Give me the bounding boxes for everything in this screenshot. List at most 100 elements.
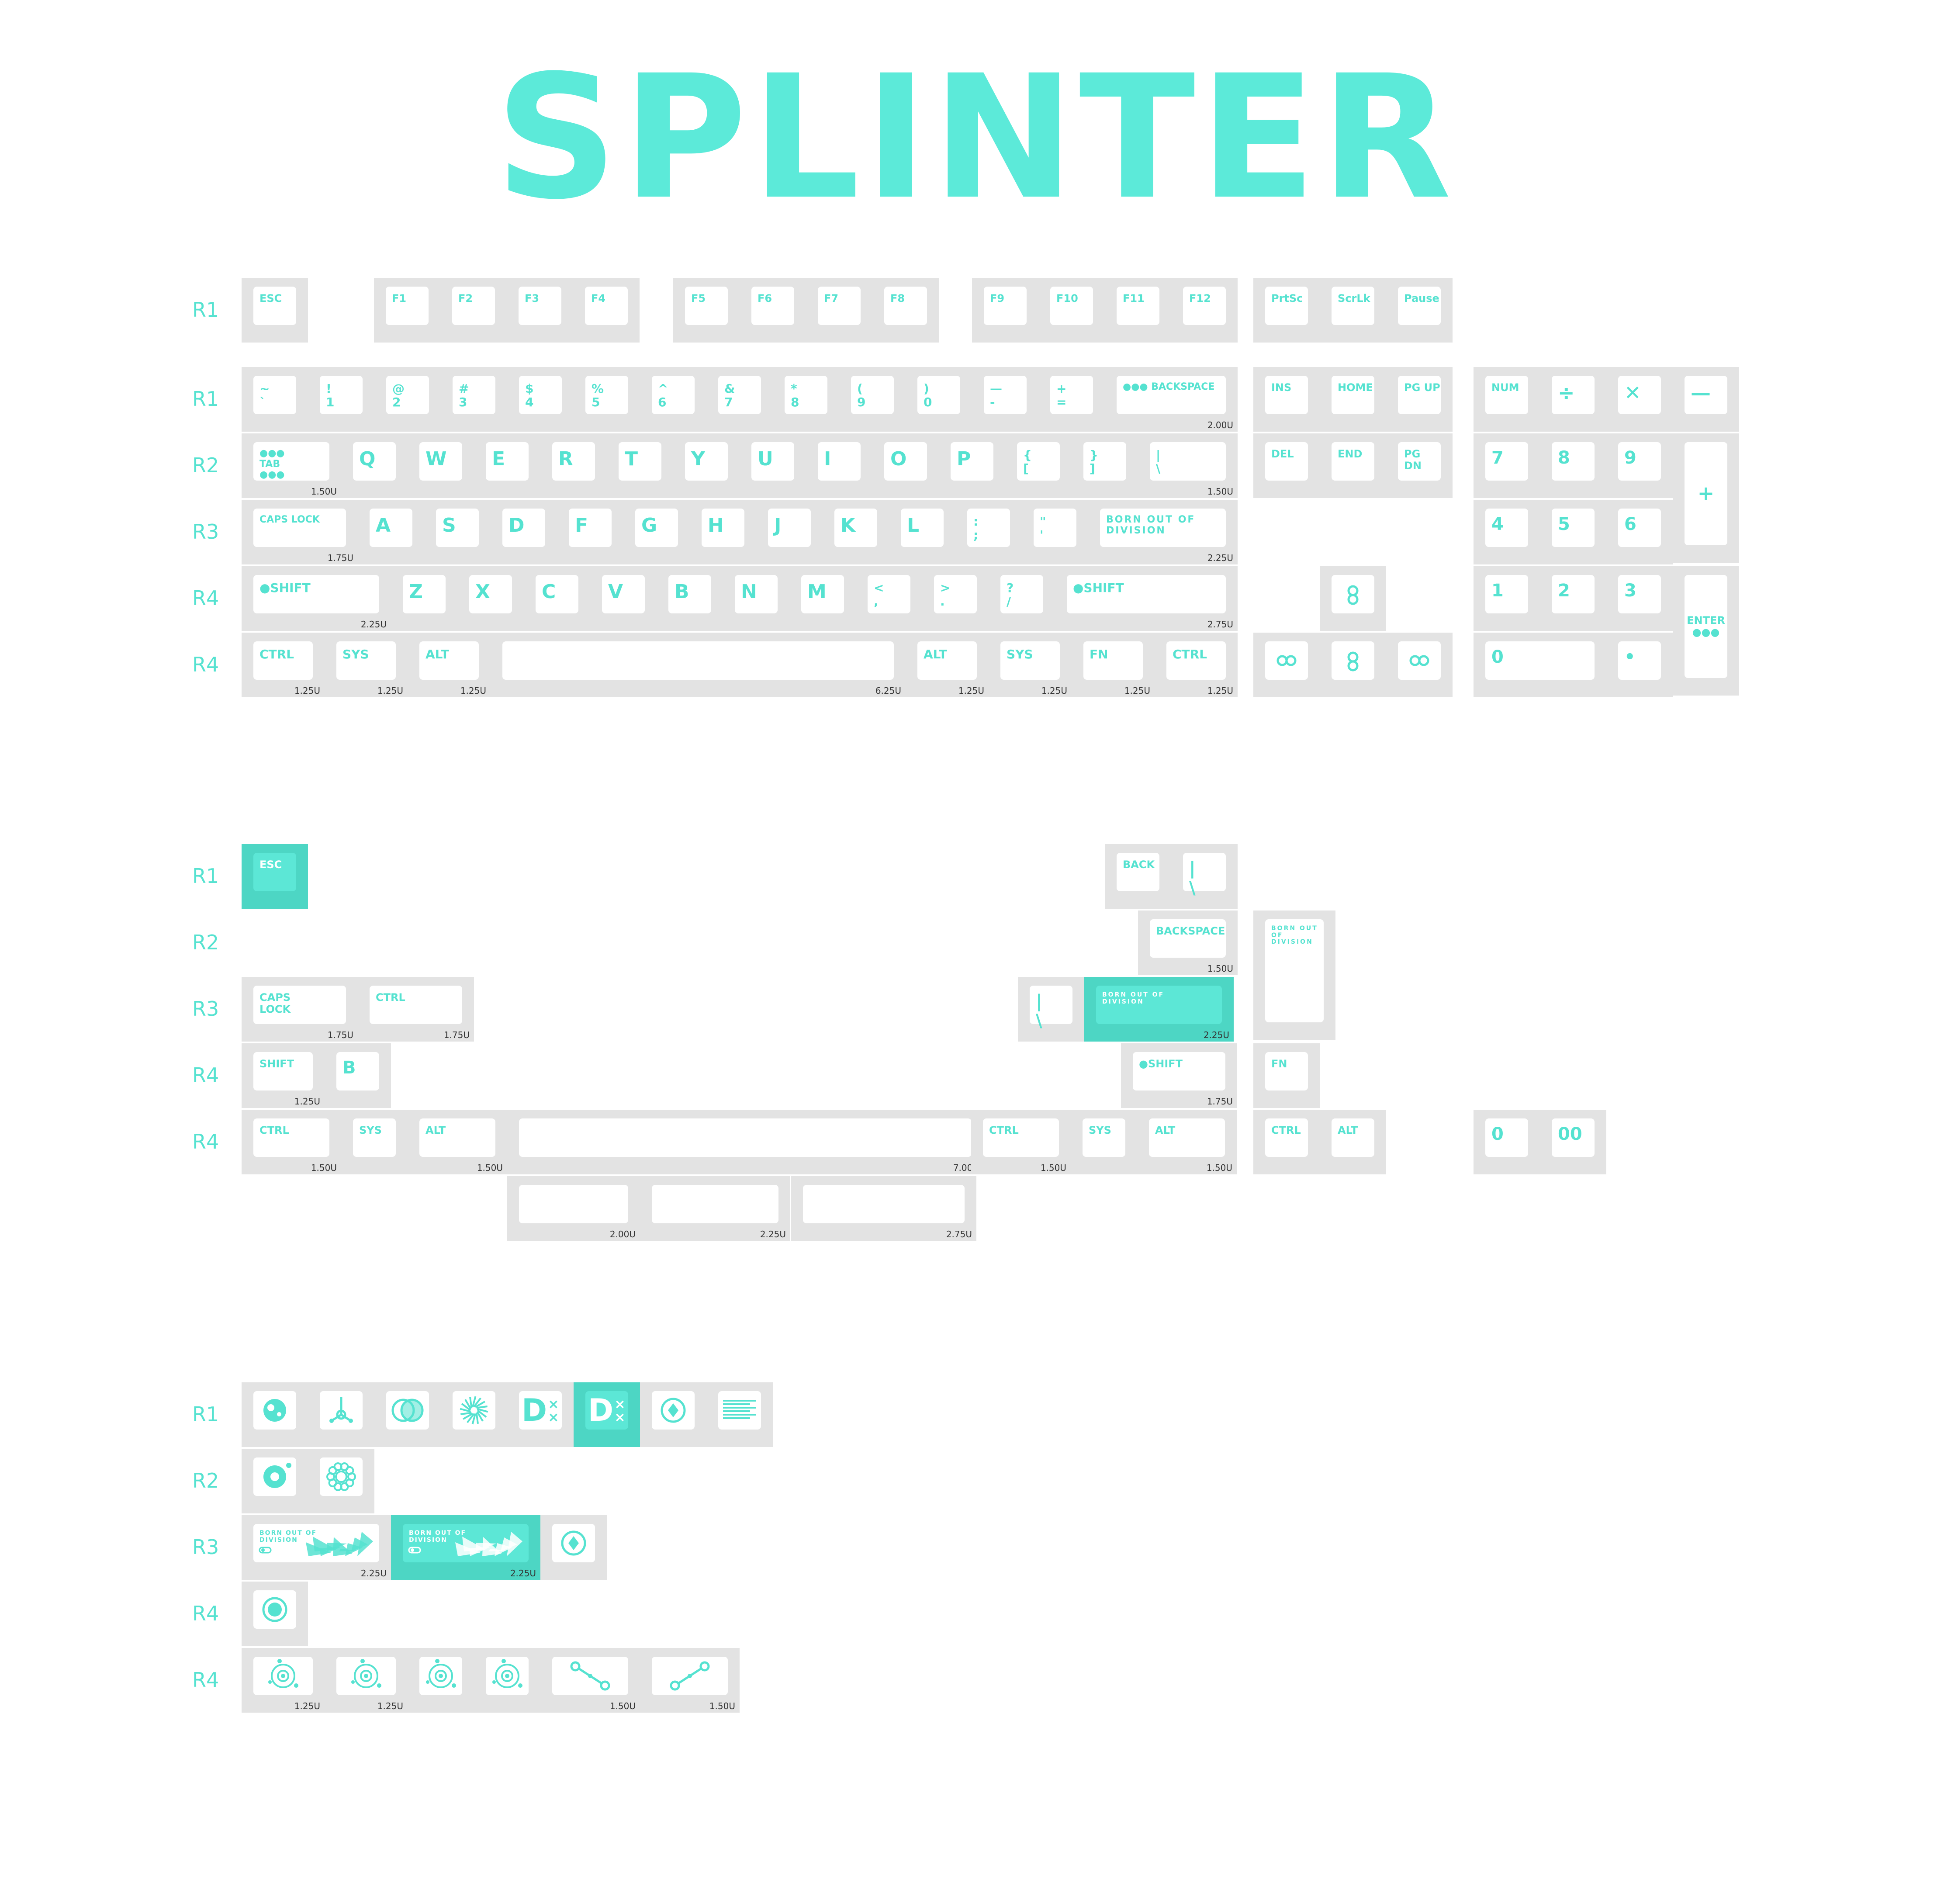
keycap-top: } ] [1083, 442, 1126, 481]
keycap-top: G [635, 509, 678, 547]
keycap-top: 6 [1618, 509, 1661, 547]
key-legend: | \ [1156, 448, 1161, 476]
key-legend: CAPS LOCK [259, 991, 291, 1015]
svg-text:×: × [614, 1397, 625, 1412]
main-key-r3-1: Z [391, 566, 457, 631]
unit-size-label: 2.25U [760, 1229, 786, 1239]
main-key-r1-13: | \1.50U [1138, 433, 1238, 498]
key-legend: SHIFT [259, 1058, 294, 1070]
key-legend: F6 [758, 292, 772, 305]
keycap-top [803, 1185, 965, 1223]
keycap-top: | \ [1183, 853, 1226, 898]
main-key-r0-1: ! 1 [308, 367, 374, 432]
novelty-key-8 [242, 1449, 308, 1513]
main-key-r1-11: { [ [1005, 433, 1072, 498]
keycap-top: BACK [1117, 853, 1159, 891]
unit-size-label: 1.50U [1040, 1163, 1066, 1173]
numpad-key-10: 6 [1606, 500, 1673, 564]
unit-size-label: 1.25U [294, 1701, 320, 1711]
numpad-key-9: 5 [1540, 500, 1606, 564]
extras-key-21: ALT [1320, 1110, 1386, 1174]
main-key-r3-2: X [457, 566, 524, 631]
keycap-top [419, 1657, 462, 1695]
novelty-key-14: 1.25U [242, 1648, 325, 1713]
unit-size-label: 1.25U [294, 1096, 320, 1107]
orbit-disc-icon [263, 1463, 291, 1488]
main-key-r3-4: V [590, 566, 657, 631]
keycap-top: SYS [353, 1118, 396, 1157]
novelty-key-15: 1.25U [325, 1648, 408, 1713]
keycap-top: C [536, 575, 578, 613]
main-key-r3-6: N [723, 566, 789, 631]
keycap-top: Q [353, 442, 396, 481]
row-label: R4 [192, 1602, 219, 1625]
keycap-top [1332, 575, 1374, 613]
key-legend: 5 [1558, 514, 1570, 534]
key-legend: + [1697, 481, 1715, 505]
keycap-top [552, 1657, 628, 1695]
key-legend: BACKSPACE [1156, 925, 1225, 937]
main-key-r2-5: G [623, 500, 690, 564]
fkey-4: F4 [573, 278, 640, 343]
keycap-top: — [1685, 376, 1727, 414]
keycap-top: — - [984, 376, 1027, 414]
key-legend: G [641, 514, 657, 537]
key-legend: F4 [591, 292, 606, 305]
keycap-top: W [419, 442, 462, 481]
dx-logo-icon: D×× [588, 1392, 626, 1428]
key-legend: 7 [1491, 448, 1504, 468]
unit-size-label: 2.25U [510, 1568, 536, 1579]
keycap-top [718, 1391, 761, 1430]
main-key-r0-9: ( 9 [839, 367, 906, 432]
keycap-top: F3 [519, 287, 561, 325]
key-legend: SYS [1089, 1124, 1111, 1136]
key-legend: — - [990, 381, 1002, 410]
keycap-top: @ 2 [386, 376, 429, 414]
key-legend: I [824, 448, 831, 470]
novelty-key-17 [474, 1648, 540, 1713]
keycap-top: ESC [253, 853, 296, 891]
novelty-key-2 [374, 1382, 441, 1447]
main-key-r3-8: < , [856, 566, 922, 631]
keycap-top: Y [685, 442, 728, 481]
key-legend: $ 4 [525, 381, 534, 410]
keycap-top: ENTER ●●● [1685, 575, 1727, 678]
key-legend: F11 [1123, 292, 1145, 305]
extras-key-20: CTRL [1253, 1110, 1320, 1174]
keycap-top: D×× [519, 1391, 562, 1430]
keycap-top: BACKSPACE [1150, 919, 1226, 958]
unit-size-label: 2.00U [609, 1229, 636, 1239]
kit-title: SPLINTER [495, 38, 1456, 237]
keycap-top: { [ [1017, 442, 1060, 481]
key-legend: HOME [1338, 381, 1373, 394]
main-key-r0-0: ~ ` [242, 367, 308, 432]
row-label: R4 [192, 1063, 219, 1087]
key-legend: ALT [425, 1124, 446, 1136]
key-legend: N [741, 581, 757, 603]
key-legend: J [774, 514, 782, 537]
novelty-key-9 [308, 1449, 374, 1513]
main-key-r2-8: K [823, 500, 889, 564]
row-label: R4 [192, 653, 219, 676]
fkey-13: PrtSc [1253, 278, 1320, 343]
keycap-top [386, 1391, 429, 1430]
unit-size-label: 1.75U [327, 553, 353, 563]
key-legend: INS [1271, 381, 1292, 394]
bullseye-icon [262, 1597, 287, 1622]
key-legend: ALT [1338, 1124, 1358, 1136]
arrow-right-icon [1409, 655, 1429, 666]
fkey-8: F8 [872, 278, 939, 343]
keycap-top: ALT [419, 1118, 495, 1157]
splinter-art-icon [259, 1532, 373, 1556]
key-legend: { [ [1023, 448, 1032, 476]
keycap-top [1332, 641, 1374, 680]
unit-size-label: 1.25U [1207, 685, 1233, 696]
keycap-top: PG UP [1398, 376, 1441, 414]
svg-text:×: × [548, 1397, 559, 1412]
keycap-top: D [502, 509, 545, 547]
keycap-top: ●●● BACKSPACE [1117, 376, 1226, 414]
key-legend: ) 0 [924, 381, 932, 410]
